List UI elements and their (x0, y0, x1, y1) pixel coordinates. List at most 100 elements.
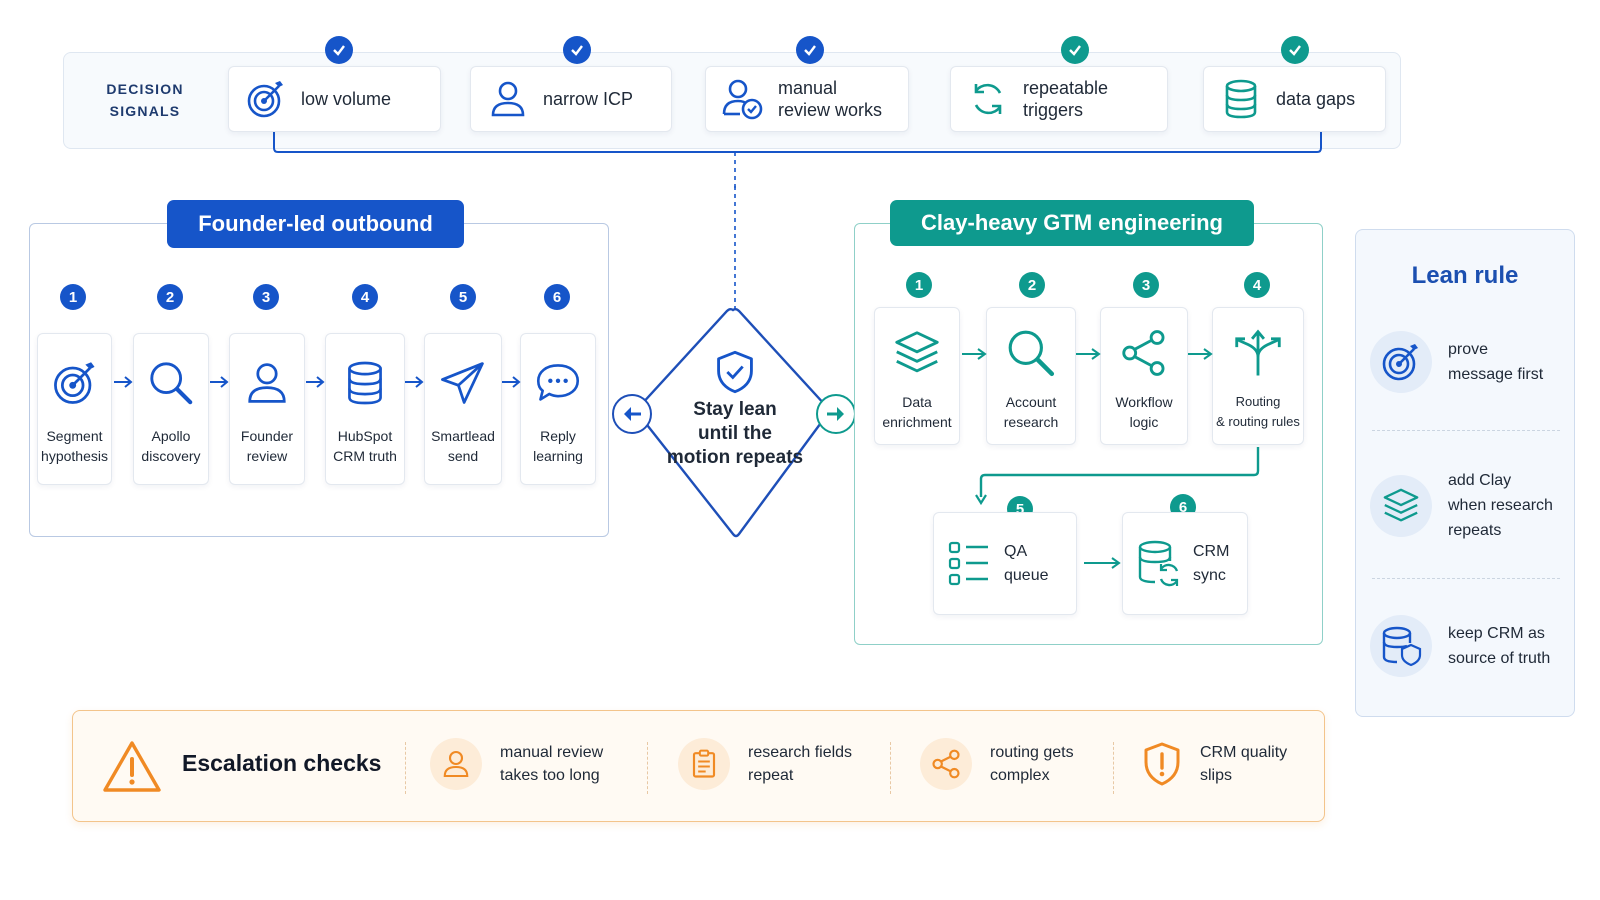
paper-plane-icon (439, 356, 487, 410)
lean-item-label: keep CRM as source of truth (1448, 625, 1551, 667)
founder-led-title: Founder-led outbound (167, 200, 464, 248)
center-diamond (636, 308, 830, 538)
arrow-right-icon (1076, 348, 1101, 360)
escalation-item-manual-review: manual review takes too long (430, 738, 603, 790)
divider (405, 742, 406, 794)
divider (1113, 742, 1114, 794)
shield-alert-icon (1140, 738, 1184, 790)
clay-heavy-title: Clay-heavy GTM engineering (890, 200, 1254, 246)
database-icon (1218, 79, 1264, 119)
connector-dashed-line (734, 186, 736, 310)
step-number: 1 (60, 284, 86, 310)
step-number: 4 (352, 284, 378, 310)
signal-data-gaps: data gaps (1203, 66, 1386, 132)
arrow-right-icon (1188, 348, 1213, 360)
person-icon (485, 79, 531, 119)
search-icon (1005, 326, 1057, 380)
step-number: 2 (1019, 272, 1045, 298)
signal-label: data gaps (1276, 89, 1356, 109)
database-sync-icon (1137, 539, 1181, 589)
arrow-right-icon (210, 376, 229, 388)
arrow-right-icon (502, 376, 521, 388)
signal-label: low volume (301, 89, 392, 109)
escalation-item-label: manual review takes too long (500, 744, 604, 784)
signal-label: manual review works (778, 78, 883, 120)
refresh-icon (965, 79, 1011, 119)
founder-step-segment: Segment hypothesis (37, 333, 112, 485)
arrow-right-icon (1084, 557, 1121, 569)
step-number: 6 (544, 284, 570, 310)
step-label: Smartlead send (431, 428, 495, 464)
step-label: CRM sync (1193, 542, 1230, 584)
clay-step-workflow-logic: Workflow logic (1100, 307, 1188, 445)
step-label: Apollo discovery (141, 428, 201, 464)
decision-signals-label: DECISION SIGNALS (106, 81, 184, 119)
lean-rule-title: Lean rule (1411, 262, 1519, 289)
check-icon (563, 36, 591, 64)
checklist-icon (948, 539, 990, 589)
divider (1372, 578, 1560, 579)
step-label: Data enrichment (882, 394, 952, 430)
step-label: Reply learning (533, 428, 583, 464)
layers-icon (1370, 474, 1432, 537)
check-icon (325, 36, 353, 64)
escalation-item-label: routing gets complex (990, 744, 1074, 784)
chat-bubble-icon (535, 356, 581, 410)
center-label: Stay lean until the motion repeats (666, 399, 804, 468)
search-icon (147, 356, 195, 410)
person-icon (430, 738, 482, 790)
arrow-right-icon (962, 348, 987, 360)
shield-check-icon (717, 350, 753, 394)
step-label: Routing & routing rules (1216, 394, 1300, 429)
step-label: Founder review (240, 428, 294, 464)
step-number: 5 (450, 284, 476, 310)
clay-step-routing: Routing & routing rules (1212, 307, 1304, 445)
workflow-icon (1119, 326, 1169, 380)
database-icon (345, 356, 385, 410)
lean-item-label: add Clay when research repeats (1448, 472, 1553, 539)
signals-bracket (273, 130, 1322, 188)
clay-step-crm-sync: CRM sync (1122, 512, 1248, 615)
arrow-left-icon (612, 394, 652, 434)
step-label: Account research (1003, 394, 1059, 430)
founder-led-panel (29, 223, 609, 537)
founder-step-apollo: Apollo discovery (133, 333, 209, 485)
person-check-icon (720, 78, 766, 120)
signal-narrow-icp: narrow ICP (470, 66, 672, 132)
clay-step-qa-queue: QA queue (933, 512, 1077, 615)
escalation-item-label: research fields repeat (748, 744, 853, 784)
layers-icon (892, 326, 942, 380)
divider (647, 742, 648, 794)
escalation-checks-title: Escalation checks (182, 750, 382, 776)
step-number: 1 (906, 272, 932, 298)
document-icon (678, 738, 730, 790)
step-label: Segment hypothesis (41, 428, 108, 464)
step-label: Workflow logic (1115, 394, 1173, 430)
target-icon (243, 79, 289, 119)
founder-step-founder-review: Founder review (229, 333, 305, 485)
signal-label: repeatable triggers (1023, 78, 1109, 120)
lean-item-prove-message: prove message first (1370, 331, 1570, 393)
routing-icon (1232, 326, 1284, 380)
clay-step-data-enrichment: Data enrichment (874, 307, 960, 445)
lean-item-add-clay: add Clay when research repeats (1370, 468, 1570, 543)
step-label: QA queue (1004, 542, 1049, 584)
escalation-item-crm-quality: CRM quality slips (1140, 738, 1287, 790)
divider (1372, 430, 1560, 431)
lean-item-label: prove message first (1448, 341, 1544, 383)
check-icon (1061, 36, 1089, 64)
step-label: HubSpot CRM truth (333, 428, 397, 464)
clay-step-account-research: Account research (986, 307, 1076, 445)
arrow-right-icon (405, 376, 424, 388)
target-icon (52, 356, 98, 410)
escalation-item-label: CRM quality slips (1200, 744, 1288, 784)
check-icon (1281, 36, 1309, 64)
warning-icon (103, 741, 161, 792)
signal-manual-review: manual review works (705, 66, 909, 132)
check-icon (796, 36, 824, 64)
return-connector-arrow (975, 447, 1260, 506)
person-icon (245, 356, 289, 410)
database-shield-icon (1370, 615, 1432, 677)
arrow-right-icon (114, 376, 133, 388)
founder-step-hubspot: HubSpot CRM truth (325, 333, 405, 485)
